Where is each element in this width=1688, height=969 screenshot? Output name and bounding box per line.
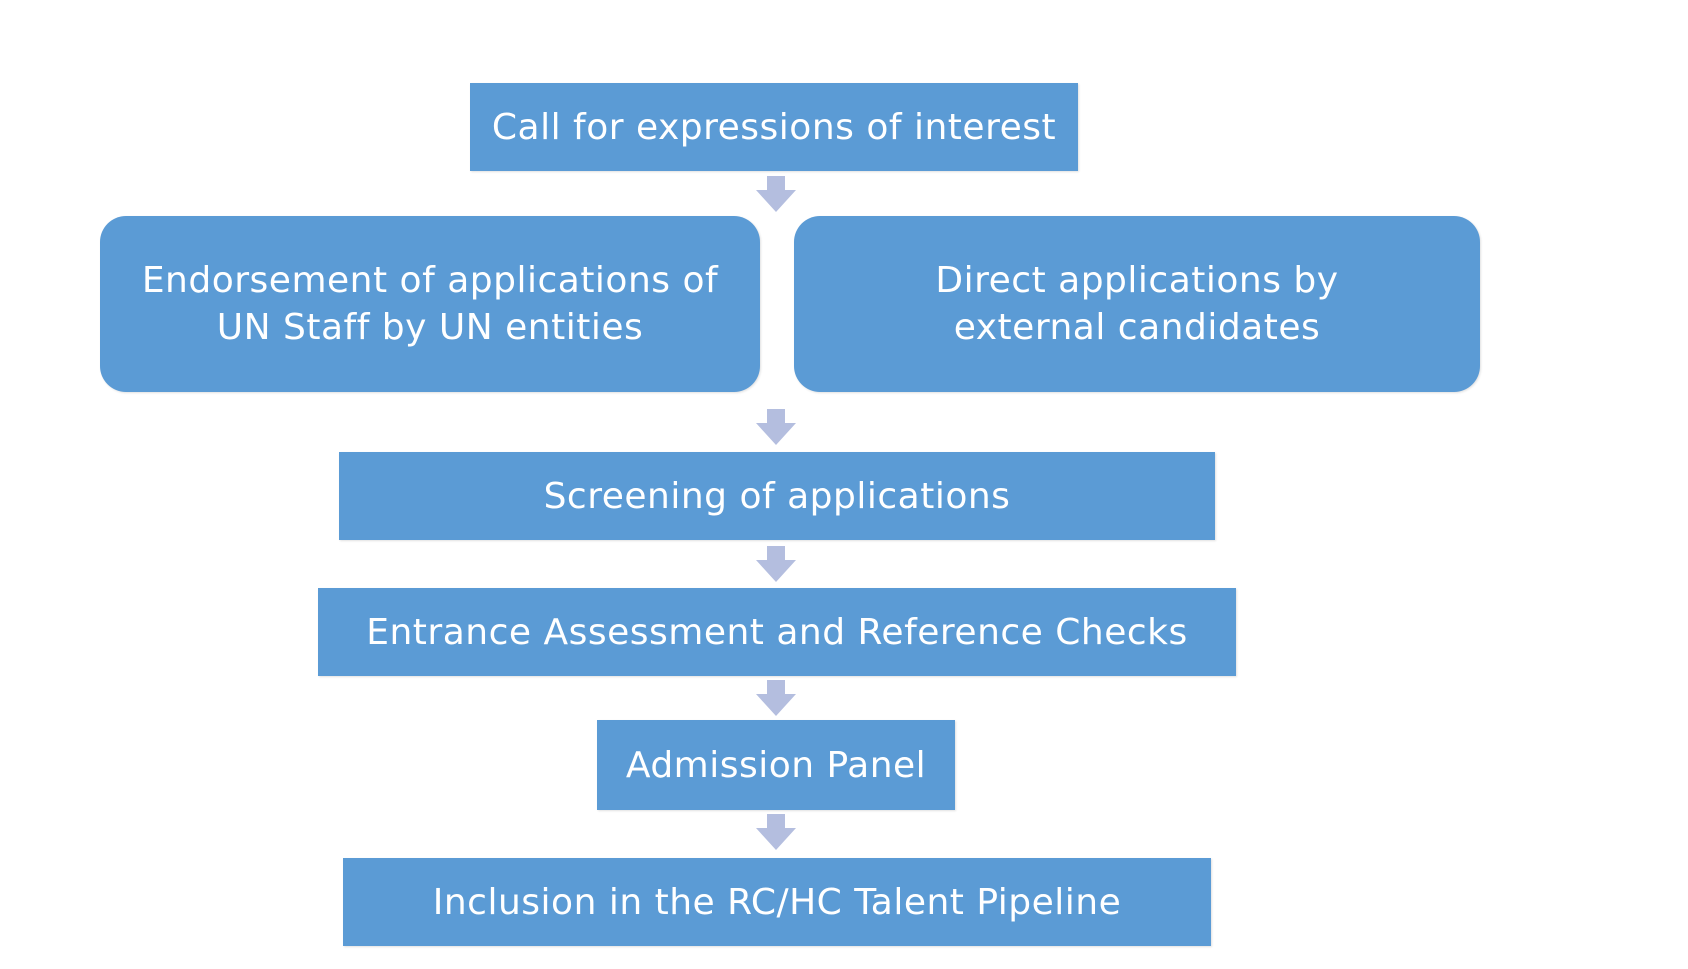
arrow-down-icon <box>756 680 796 716</box>
step-screening-label: Screening of applications <box>543 475 1011 517</box>
step-direct-applications-external: Direct applications by external candidat… <box>794 216 1480 392</box>
step-entrance-assessment-reference-checks: Entrance Assessment and Reference Checks <box>318 588 1236 676</box>
step-endorsement-un-staff: Endorsement of applications of UN Staff … <box>100 216 760 392</box>
step-admission-panel: Admission Panel <box>597 720 955 810</box>
step-call-for-expressions-of-interest: Call for expressions of interest <box>470 83 1078 171</box>
step-inclusion-talent-pipeline: Inclusion in the RC/HC Talent Pipeline <box>343 858 1211 946</box>
step-endorsement-label: Endorsement of applications of UN Staff … <box>141 260 719 348</box>
step-assessment-label: Entrance Assessment and Reference Checks <box>366 611 1188 653</box>
step-panel-label: Admission Panel <box>625 744 927 786</box>
arrow-down-icon <box>756 814 796 850</box>
arrow-down-icon <box>756 546 796 582</box>
step-call-label: Call for expressions of interest <box>491 106 1057 148</box>
arrow-down-icon <box>756 176 796 212</box>
step-direct-label: Direct applications by external candidat… <box>935 260 1339 348</box>
step-inclusion-label: Inclusion in the RC/HC Talent Pipeline <box>432 881 1122 923</box>
step-screening-of-applications: Screening of applications <box>339 452 1215 540</box>
arrow-down-icon <box>756 409 796 445</box>
